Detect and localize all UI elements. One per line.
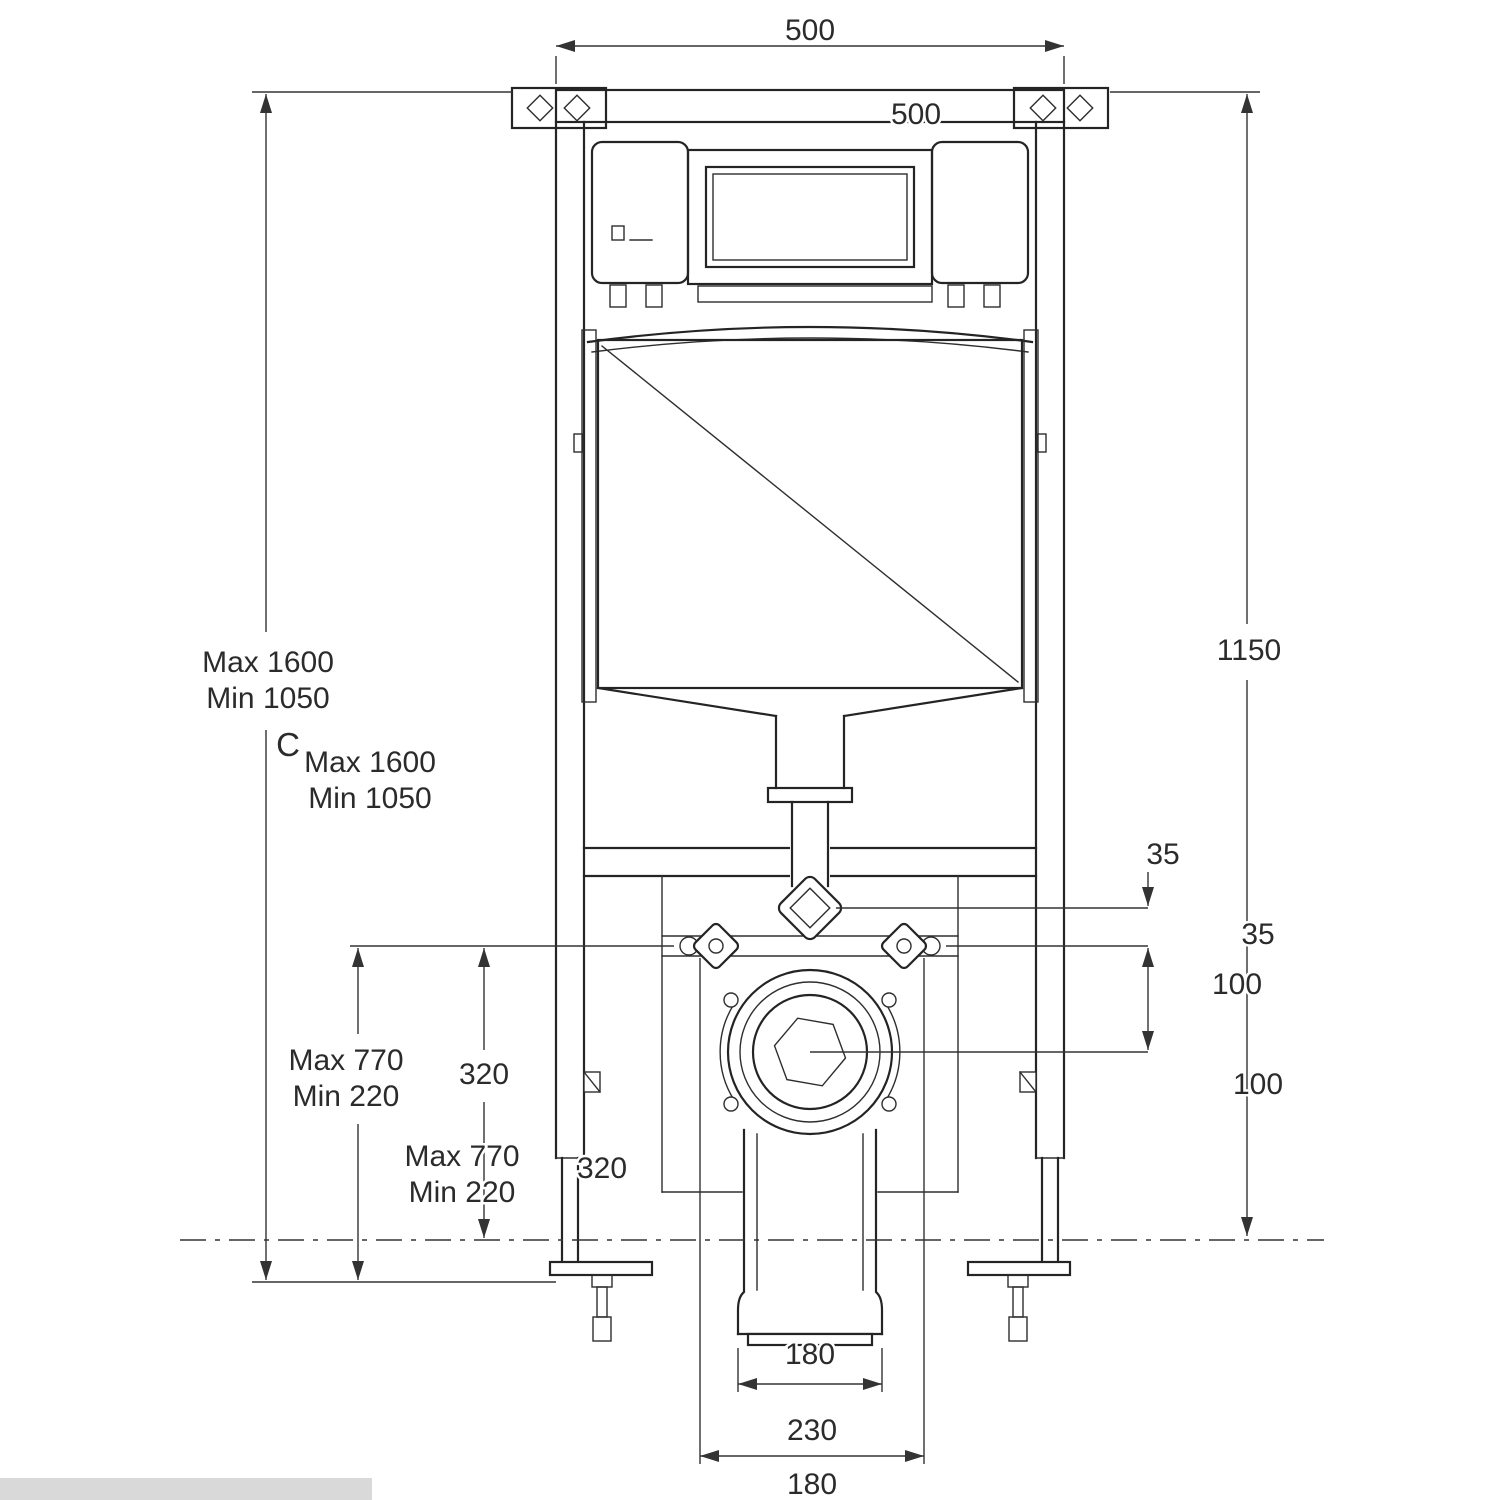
dim-outlet-min-dup-label: Min 220 <box>409 1176 516 1209</box>
frame-rails <box>554 120 1066 1264</box>
flush-bend-coupling <box>777 875 843 941</box>
dim-outlet-max-label: Max 770 <box>288 1044 403 1077</box>
dim-320-label: 320 <box>459 1058 509 1091</box>
cistern-tank <box>573 325 1047 703</box>
section-c-label: C <box>276 726 300 763</box>
dim-100-label: 100 <box>1212 968 1262 1001</box>
flush-pipe-lower <box>790 800 830 888</box>
dimension-lines <box>180 40 1324 1464</box>
dim-230-label: 230 <box>787 1414 837 1447</box>
top-crossbar <box>554 88 1066 124</box>
side-clips <box>583 1071 1037 1093</box>
dim-install-min-label: Min 1050 <box>206 682 329 715</box>
dim-install-min-dup-label: Min 1050 <box>308 782 431 815</box>
pan-fixing-bolt-right <box>880 922 941 970</box>
dimension-labels: 500 500 1150 Max 1600 Min 1050 C Max 160… <box>200 12 1286 1500</box>
dim-100-dup-label: 100 <box>1233 1068 1283 1101</box>
flush-pipe-upper <box>596 686 1024 804</box>
dim-install-max-dup-label: Max 1600 <box>304 746 436 779</box>
dim-35-label: 35 <box>1146 838 1179 871</box>
dim-180-dup-label: 180 <box>787 1468 837 1500</box>
dim-outlet-max-dup-label: Max 770 <box>404 1140 519 1173</box>
dim-width-top-dup-label: 500 <box>891 98 941 131</box>
wall-bracket-right <box>1012 86 1110 130</box>
outlet-pipe <box>736 1128 884 1347</box>
dim-width-top-label: 500 <box>785 14 835 47</box>
dim-height-right-label: 1150 <box>1217 634 1282 667</box>
dim-install-max-label: Max 1600 <box>202 646 334 679</box>
frame-foot-right <box>966 1260 1072 1342</box>
dim-outlet-min-label: Min 220 <box>293 1080 400 1113</box>
pan-fixing-bolt-left <box>679 922 740 970</box>
control-box-marking-icon <box>611 225 653 241</box>
bottom-edge-strip <box>0 1478 372 1500</box>
wall-bracket-left <box>510 86 608 130</box>
frame-foot-left <box>548 1260 654 1342</box>
flush-control-unit <box>590 140 1030 308</box>
dim-320-dup-label: 320 <box>577 1152 627 1185</box>
dim-35-dup-label: 35 <box>1241 918 1274 951</box>
dim-180-label: 180 <box>785 1338 835 1371</box>
